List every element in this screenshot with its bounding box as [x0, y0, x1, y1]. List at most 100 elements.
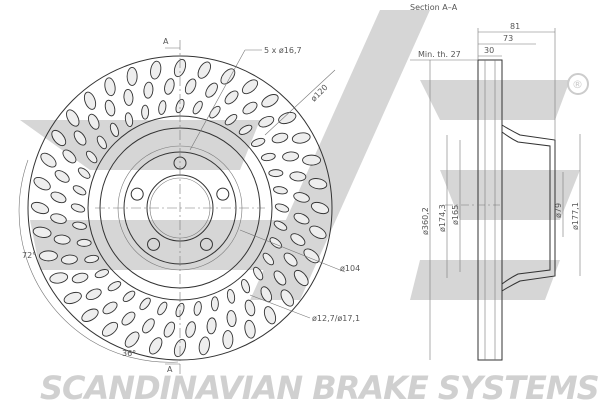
hub-diameter-label: ø104: [340, 264, 360, 273]
cooling-hole: [123, 89, 134, 106]
cooling-hole: [96, 135, 107, 150]
cooling-hole: [81, 308, 99, 322]
cooling-hole: [238, 124, 253, 135]
cooling-hole: [77, 167, 91, 179]
cooling-hole: [224, 113, 238, 126]
cooling-hole: [72, 185, 87, 196]
cooling-hole: [142, 318, 155, 334]
cooling-hole: [71, 272, 89, 284]
cooling-hole: [210, 296, 219, 312]
cooling-hole: [293, 192, 310, 203]
center-bore-label: ø79: [554, 203, 563, 218]
cooling-hole: [271, 132, 289, 144]
cooling-hole: [143, 81, 154, 99]
cooling-hole: [87, 113, 100, 130]
cooling-hole: [289, 171, 307, 182]
min-thickness-label: Min. th. 27: [418, 50, 461, 59]
cooling-hole: [33, 176, 51, 191]
cooling-hole: [164, 78, 175, 95]
cooling-hole: [226, 310, 237, 327]
cooling-hole: [124, 112, 134, 128]
cooling-hole: [209, 105, 221, 119]
bolt-hole: [147, 237, 161, 251]
cooling-hole: [242, 101, 258, 115]
cooling-hole: [61, 254, 78, 265]
cooling-hole: [222, 330, 234, 350]
cooling-hole: [157, 301, 168, 316]
bolt-hole: [216, 187, 230, 201]
cooling-hole: [122, 290, 136, 303]
cooling-hole: [102, 301, 118, 315]
cooling-hole: [101, 321, 119, 337]
dim-73: 73: [503, 34, 513, 43]
cooling-hole: [302, 154, 322, 166]
dim-30: 30: [484, 46, 494, 55]
cooling-hole: [185, 321, 196, 338]
cooling-hole: [148, 337, 163, 355]
cooling-hole: [141, 104, 150, 120]
cooling-hole: [150, 60, 162, 80]
cooling-hole: [282, 151, 299, 162]
cooling-hole: [40, 152, 57, 168]
section-view: [410, 28, 581, 361]
cooling-hole: [124, 331, 140, 348]
cooling-hole: [104, 99, 116, 117]
cooling-hole: [107, 281, 122, 292]
cooling-hole: [197, 61, 212, 79]
cooling-hole: [85, 150, 98, 164]
cooling-hole: [206, 317, 217, 335]
section-title: Section A–A: [410, 3, 458, 12]
cooling-hole: [261, 94, 279, 108]
cooling-hole: [163, 321, 176, 338]
dim-81: 81: [510, 22, 520, 31]
cooling-hole: [241, 79, 259, 95]
cooling-hole: [51, 129, 67, 147]
cooling-hole: [94, 269, 109, 279]
cooling-hole: [158, 100, 167, 115]
cooling-hole: [50, 191, 67, 204]
cooling-hole: [293, 269, 309, 287]
cooling-hole: [268, 169, 284, 178]
cooling-hole: [198, 336, 210, 356]
cooling-hole: [244, 319, 256, 339]
cooling-hole: [253, 266, 264, 281]
cooling-hole: [274, 203, 290, 213]
cooling-hole: [53, 234, 71, 245]
cooling-hole: [309, 225, 327, 240]
cooling-hole: [251, 137, 266, 147]
cooling-hole: [73, 130, 87, 146]
cooling-hole: [193, 301, 202, 316]
registered-mark: ®: [572, 78, 583, 91]
cooling-holes: [30, 58, 330, 358]
cooling-hole: [76, 238, 92, 247]
cooling-hole: [244, 299, 256, 317]
cooling-hole: [83, 91, 97, 110]
cooling-hole: [109, 122, 119, 137]
cooling-hole: [49, 272, 69, 284]
cooling-hole: [273, 220, 288, 231]
brand-watermark-text: SCANDINAVIAN BRAKE SYSTEMS: [40, 369, 599, 400]
angle-72-label: 72°: [22, 251, 36, 260]
cooling-hole: [104, 77, 116, 97]
cooling-hole: [291, 132, 311, 144]
cooling-hole: [226, 288, 236, 304]
cooling-hole: [32, 226, 52, 238]
bolt-holes: [130, 156, 230, 251]
section-marker-top: A: [163, 37, 169, 46]
cooling-hole: [66, 109, 80, 127]
cooling-hole: [273, 270, 287, 286]
cooling-hole: [85, 288, 102, 301]
cooling-hole: [38, 250, 58, 262]
front-view: [18, 40, 346, 375]
angle-36-label: 36°: [122, 349, 136, 358]
bolt-hole: [199, 237, 213, 251]
cooling-hole: [224, 90, 239, 105]
cooling-hole: [63, 291, 82, 305]
cooling-hole: [192, 100, 203, 115]
cooling-hole: [62, 149, 77, 164]
cooling-hole: [260, 152, 276, 162]
cooling-hole: [260, 286, 273, 303]
section-marker-bottom: A: [167, 365, 173, 374]
